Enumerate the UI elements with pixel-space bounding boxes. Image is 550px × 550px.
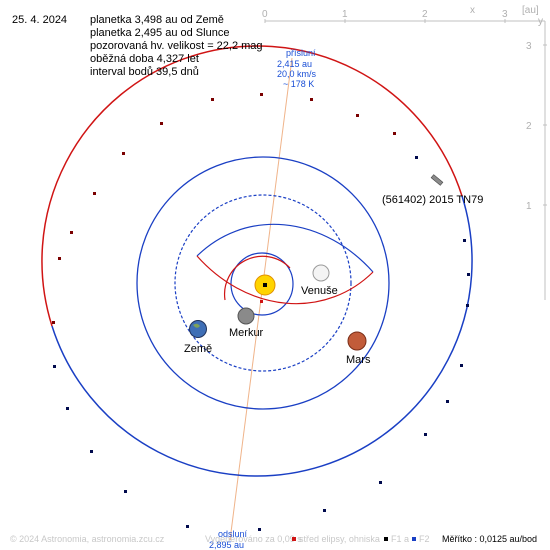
y-tick-3: 3	[526, 41, 532, 52]
earth-label: Země	[184, 343, 212, 355]
mercury-label: Merkur	[229, 327, 264, 339]
aphelion-distance: 2,895 au	[209, 540, 244, 550]
scale-label: Měřítko : 0,0125 au/bod	[442, 534, 537, 544]
legend-center-marker	[292, 537, 296, 541]
info-distance-sun: planetka 2,495 au od Slunce	[90, 27, 229, 39]
earth-orbit	[136, 156, 390, 410]
y-tick-1: 1	[526, 201, 532, 212]
venus-label: Venuše	[301, 285, 338, 297]
date-label: 25. 4. 2024	[12, 14, 67, 26]
perihelion-speed: 20,0 km/s	[277, 69, 317, 79]
x-tick-3: 3	[502, 9, 508, 20]
legend-center: střed elipsy, ohniska	[299, 534, 380, 544]
earth	[189, 320, 207, 338]
perihelion-title: přísluní	[286, 48, 316, 58]
perihelion-distance: 2,415 au	[277, 59, 312, 69]
info-magnitude: pozorovaná hv. velikost = 22,2 mag	[90, 40, 263, 52]
aphelion-title: odsluní	[218, 529, 248, 539]
info-period: oběžná doba 4,327 let	[90, 53, 199, 65]
legend-f2: F2	[419, 534, 430, 544]
perihelion-temperature: ~ 178 K	[283, 79, 314, 89]
focus-f1-marker	[263, 283, 267, 287]
generated-time: Vygenerováno za 0,09 s	[205, 534, 302, 544]
info-interval: interval bodů 39,5 dnů	[90, 66, 199, 78]
asteroid-orbit-points	[52, 93, 470, 531]
mercury-orbit-north	[223, 255, 291, 301]
legend-f1: F1 a	[391, 534, 409, 544]
earth-landmass	[193, 323, 200, 328]
y-axis-label: y	[538, 16, 543, 27]
x-tick-1: 1	[342, 9, 348, 20]
x-tick-0: 0	[262, 9, 268, 20]
info-distance-earth: planetka 3,498 au od Země	[90, 14, 224, 26]
mars-orbit-south	[196, 255, 374, 305]
mars-label: Mars	[346, 354, 371, 366]
copyright: © 2024 Astronomia, astronomia.zcu.cz	[10, 534, 165, 544]
x-tick-2: 2	[422, 9, 428, 20]
asteroid-orbit-south	[51, 195, 473, 477]
mars	[347, 331, 367, 351]
venus-orbit	[174, 194, 352, 372]
legend-f2-marker	[412, 537, 416, 541]
asteroid-orbit-north	[41, 45, 463, 327]
y-tick-2: 2	[526, 121, 532, 132]
asteroid-marker	[430, 174, 444, 186]
mars-orbit-north	[196, 223, 374, 273]
asteroid-label: (561402) 2015 TN79	[382, 194, 483, 206]
x-axis-label: x	[470, 5, 475, 16]
mercury	[237, 307, 255, 325]
ellipse-center-marker	[260, 300, 263, 303]
apsides-line	[229, 57, 293, 541]
axis-unit: [au]	[522, 5, 539, 16]
legend-f1-marker	[384, 537, 388, 541]
venus	[312, 264, 330, 282]
